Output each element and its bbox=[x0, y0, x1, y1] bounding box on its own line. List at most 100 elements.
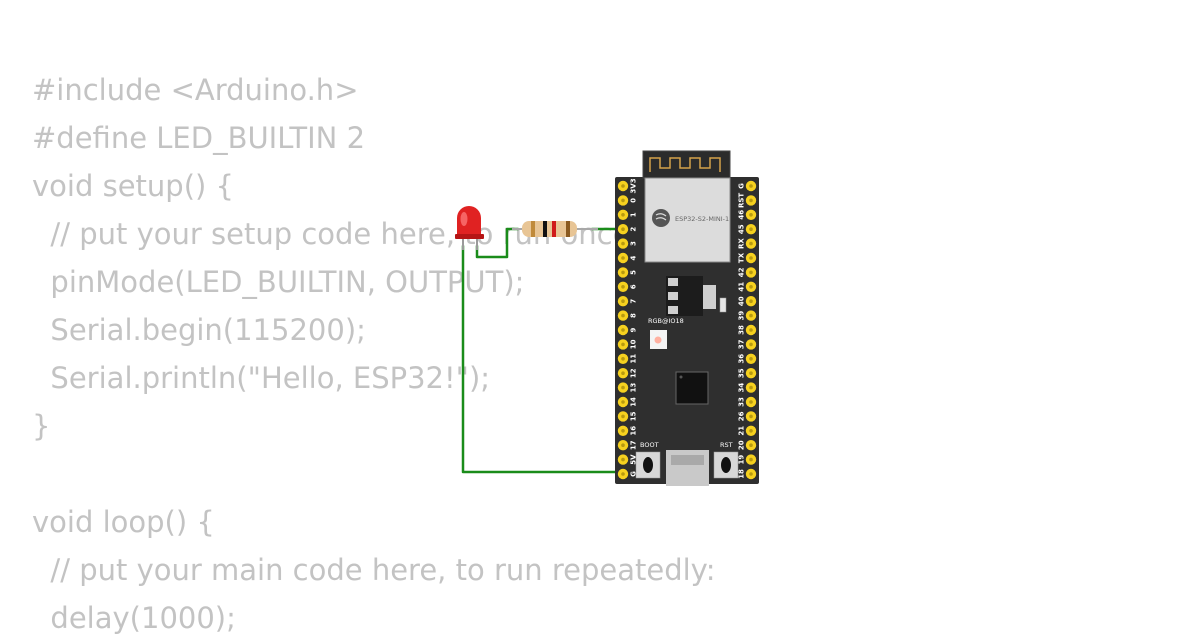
usb-port bbox=[666, 450, 709, 486]
left-pin-label: 3 bbox=[630, 241, 638, 246]
left-pin-hole bbox=[621, 371, 625, 376]
left-pin-hole bbox=[621, 328, 625, 332]
code-line: delay(1000); bbox=[32, 601, 236, 635]
left-pin-hole bbox=[621, 270, 625, 275]
rgb-led-label: RGB@IO18 bbox=[648, 317, 684, 325]
code-line: pinMode(LED_BUILTIN, OUTPUT); bbox=[32, 265, 525, 299]
left-pin-hole bbox=[621, 429, 625, 433]
left-pin-label: 11 bbox=[630, 354, 638, 364]
right-pin-label: 42 bbox=[738, 267, 746, 277]
code-editor-text: #include <Arduino.h> #define LED_BUILTIN… bbox=[32, 66, 792, 642]
left-pin-hole bbox=[621, 184, 625, 188]
right-pin-hole bbox=[749, 313, 753, 318]
left-pin-label: 15 bbox=[630, 411, 638, 421]
right-pin-hole bbox=[749, 342, 753, 347]
left-pin-hole bbox=[621, 227, 625, 231]
right-pin-label: 38 bbox=[738, 325, 746, 335]
left-pin-hole bbox=[621, 342, 625, 347]
right-pin-hole bbox=[749, 184, 753, 188]
left-pin-label: 0 bbox=[630, 198, 638, 203]
left-pin-label: 14 bbox=[630, 397, 638, 407]
right-pin-label: G bbox=[738, 183, 746, 189]
right-pin-label: 26 bbox=[738, 411, 746, 421]
right-pin-label: RX bbox=[738, 238, 746, 249]
right-pin-hole bbox=[749, 429, 753, 433]
code-line: Serial.println("Hello, ESP32!"); bbox=[32, 361, 491, 395]
left-pin-hole bbox=[621, 443, 625, 448]
left-pin-label: 13 bbox=[630, 383, 638, 393]
left-pin-hole bbox=[621, 313, 625, 318]
right-pin-label: 36 bbox=[738, 354, 746, 364]
right-pin-label: RST bbox=[738, 193, 746, 208]
code-line: // put your main code here, to run repea… bbox=[32, 553, 716, 587]
rst-label: RST bbox=[720, 441, 733, 449]
left-pin-label: 2 bbox=[630, 227, 638, 232]
module-label: ESP32-S2-MINI-1 bbox=[675, 215, 729, 223]
right-pin-hole bbox=[749, 241, 753, 246]
left-pin-label: 12 bbox=[630, 368, 638, 378]
code-line: void setup() { bbox=[32, 169, 234, 203]
right-pin-label: 37 bbox=[738, 339, 746, 349]
right-pin-label: 45 bbox=[738, 224, 746, 234]
code-line: Serial.begin(115200); bbox=[32, 313, 366, 347]
wires bbox=[461, 227, 625, 474]
right-pin-label: 41 bbox=[738, 282, 746, 292]
right-pin-label: 19 bbox=[738, 455, 746, 465]
boot-label: BOOT bbox=[640, 441, 659, 449]
left-pin-label: 3V3 bbox=[630, 178, 638, 193]
rst-button[interactable] bbox=[713, 451, 739, 479]
right-pin-hole bbox=[749, 256, 753, 260]
left-pin-hole bbox=[621, 357, 625, 361]
red-led[interactable] bbox=[455, 206, 484, 250]
right-pin-label: 35 bbox=[738, 368, 746, 378]
resistor[interactable] bbox=[512, 221, 598, 237]
right-pin-label: 18 bbox=[738, 469, 746, 479]
code-line: #define LED_BUILTIN 2 bbox=[32, 121, 366, 155]
left-pin-label: 1 bbox=[630, 212, 638, 217]
left-pin-hole bbox=[621, 414, 625, 419]
right-pin-hole bbox=[749, 270, 753, 275]
wire-led-anode-to-resistor[interactable] bbox=[475, 227, 520, 259]
left-pin-hole bbox=[621, 299, 625, 304]
left-pin-hole bbox=[621, 472, 625, 476]
code-line: void loop() { bbox=[32, 505, 215, 539]
right-pin-label: 21 bbox=[738, 426, 746, 436]
left-pin-label: G bbox=[630, 471, 638, 477]
right-pin-hole bbox=[749, 385, 753, 390]
left-pin-label: 6 bbox=[630, 284, 638, 289]
left-pin-label: 10 bbox=[630, 339, 638, 349]
right-pin-label: 20 bbox=[738, 440, 746, 450]
right-pin-label: 40 bbox=[738, 296, 746, 306]
right-pin-hole bbox=[749, 328, 753, 332]
left-pin-label: 17 bbox=[630, 440, 638, 450]
left-pin-label: 9 bbox=[630, 327, 638, 332]
wire-led-cathode-to-gnd[interactable] bbox=[461, 244, 625, 474]
antenna-trace bbox=[649, 157, 721, 172]
right-pin-hole bbox=[749, 357, 753, 361]
left-pin-label: 5 bbox=[630, 270, 638, 275]
right-pin-hole bbox=[749, 227, 753, 231]
left-pin-hole bbox=[621, 400, 625, 404]
right-pin-hole bbox=[749, 299, 753, 304]
right-pin-label: TX bbox=[738, 252, 746, 263]
left-pin-label: 5V bbox=[630, 454, 638, 465]
left-pin-label: 4 bbox=[630, 255, 638, 260]
boot-button[interactable] bbox=[635, 451, 661, 479]
right-pin-label: 34 bbox=[738, 383, 746, 393]
left-pin-label: 7 bbox=[630, 299, 638, 304]
right-pin-hole bbox=[749, 414, 753, 419]
esp32-s2-devkit-board[interactable]: ESP32-S2-MINI-1 RGB@IO18 BOOT RST bbox=[615, 150, 759, 486]
right-pin-label: 33 bbox=[738, 397, 746, 407]
right-pin-hole bbox=[749, 472, 753, 476]
code-line: #include <Arduino.h> bbox=[32, 73, 359, 107]
right-pin-hole bbox=[749, 285, 753, 289]
left-pin-hole bbox=[621, 285, 625, 289]
left-pin-hole bbox=[621, 241, 625, 246]
left-pin-hole bbox=[621, 198, 625, 203]
left-pin-hole bbox=[621, 213, 625, 217]
right-pin-label: 39 bbox=[738, 311, 746, 321]
right-pin-label: 46 bbox=[738, 210, 746, 220]
